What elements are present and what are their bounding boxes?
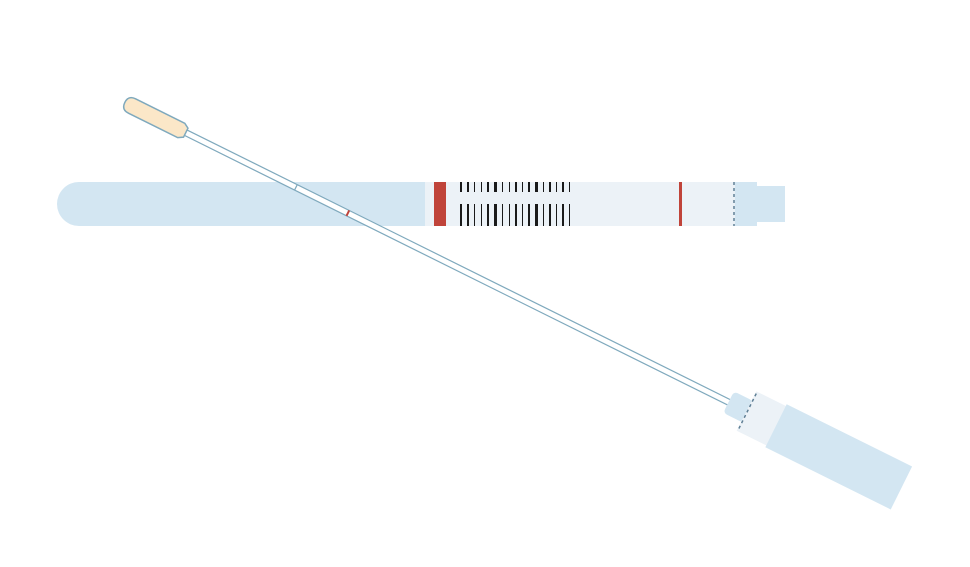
barcode-bar (556, 204, 557, 226)
sample-tube (57, 182, 785, 226)
barcode-bar (460, 182, 462, 192)
barcode-bar (543, 204, 544, 226)
swab-stick (179, 126, 735, 408)
barcode-bar (481, 182, 482, 192)
barcode-bar (515, 204, 517, 226)
barcode-bar (509, 182, 510, 192)
barcode-bar (502, 182, 503, 192)
breakpoint-mark (345, 210, 351, 217)
barcode-bar (528, 182, 530, 192)
barcode-bar (549, 182, 551, 192)
barcode-bar (467, 182, 469, 192)
barcode-bar (543, 182, 544, 192)
barcode-bar (494, 204, 497, 226)
barcode-bar (569, 204, 570, 226)
barcode-bar (515, 182, 517, 192)
barcode-bar (569, 182, 570, 192)
tube-cap-end (756, 186, 785, 222)
barcode-bar (460, 204, 462, 226)
barcode-group (460, 182, 570, 226)
barcode-bar (522, 204, 523, 226)
tube-cap (735, 182, 757, 226)
barcode-bar (474, 182, 475, 192)
barcode-bar (522, 182, 523, 192)
barcode-bar (481, 204, 482, 226)
swab (122, 96, 913, 510)
label-red-band (434, 182, 446, 226)
stick-joint (294, 184, 298, 191)
barcode-bar (556, 182, 557, 192)
swab-cap (765, 404, 913, 510)
barcode-bar (494, 182, 497, 192)
swab-perforation (737, 393, 757, 430)
label-red-line (679, 182, 682, 226)
barcode-bar (474, 204, 475, 226)
barcode-bar (467, 204, 469, 226)
barcode-bar (487, 182, 489, 192)
barcode-bar (509, 204, 510, 226)
barcode-bar (549, 204, 551, 226)
barcode-bar (562, 182, 564, 192)
barcode-bar (528, 204, 530, 226)
swab-cap-light (736, 391, 787, 446)
barcode-bar (562, 204, 564, 226)
swab-tip (122, 96, 189, 139)
barcode-bar (535, 182, 538, 192)
tube-label (425, 182, 735, 226)
barcode-bar (535, 204, 538, 226)
barcode-bar (502, 204, 503, 226)
barcode-bar (487, 204, 489, 226)
